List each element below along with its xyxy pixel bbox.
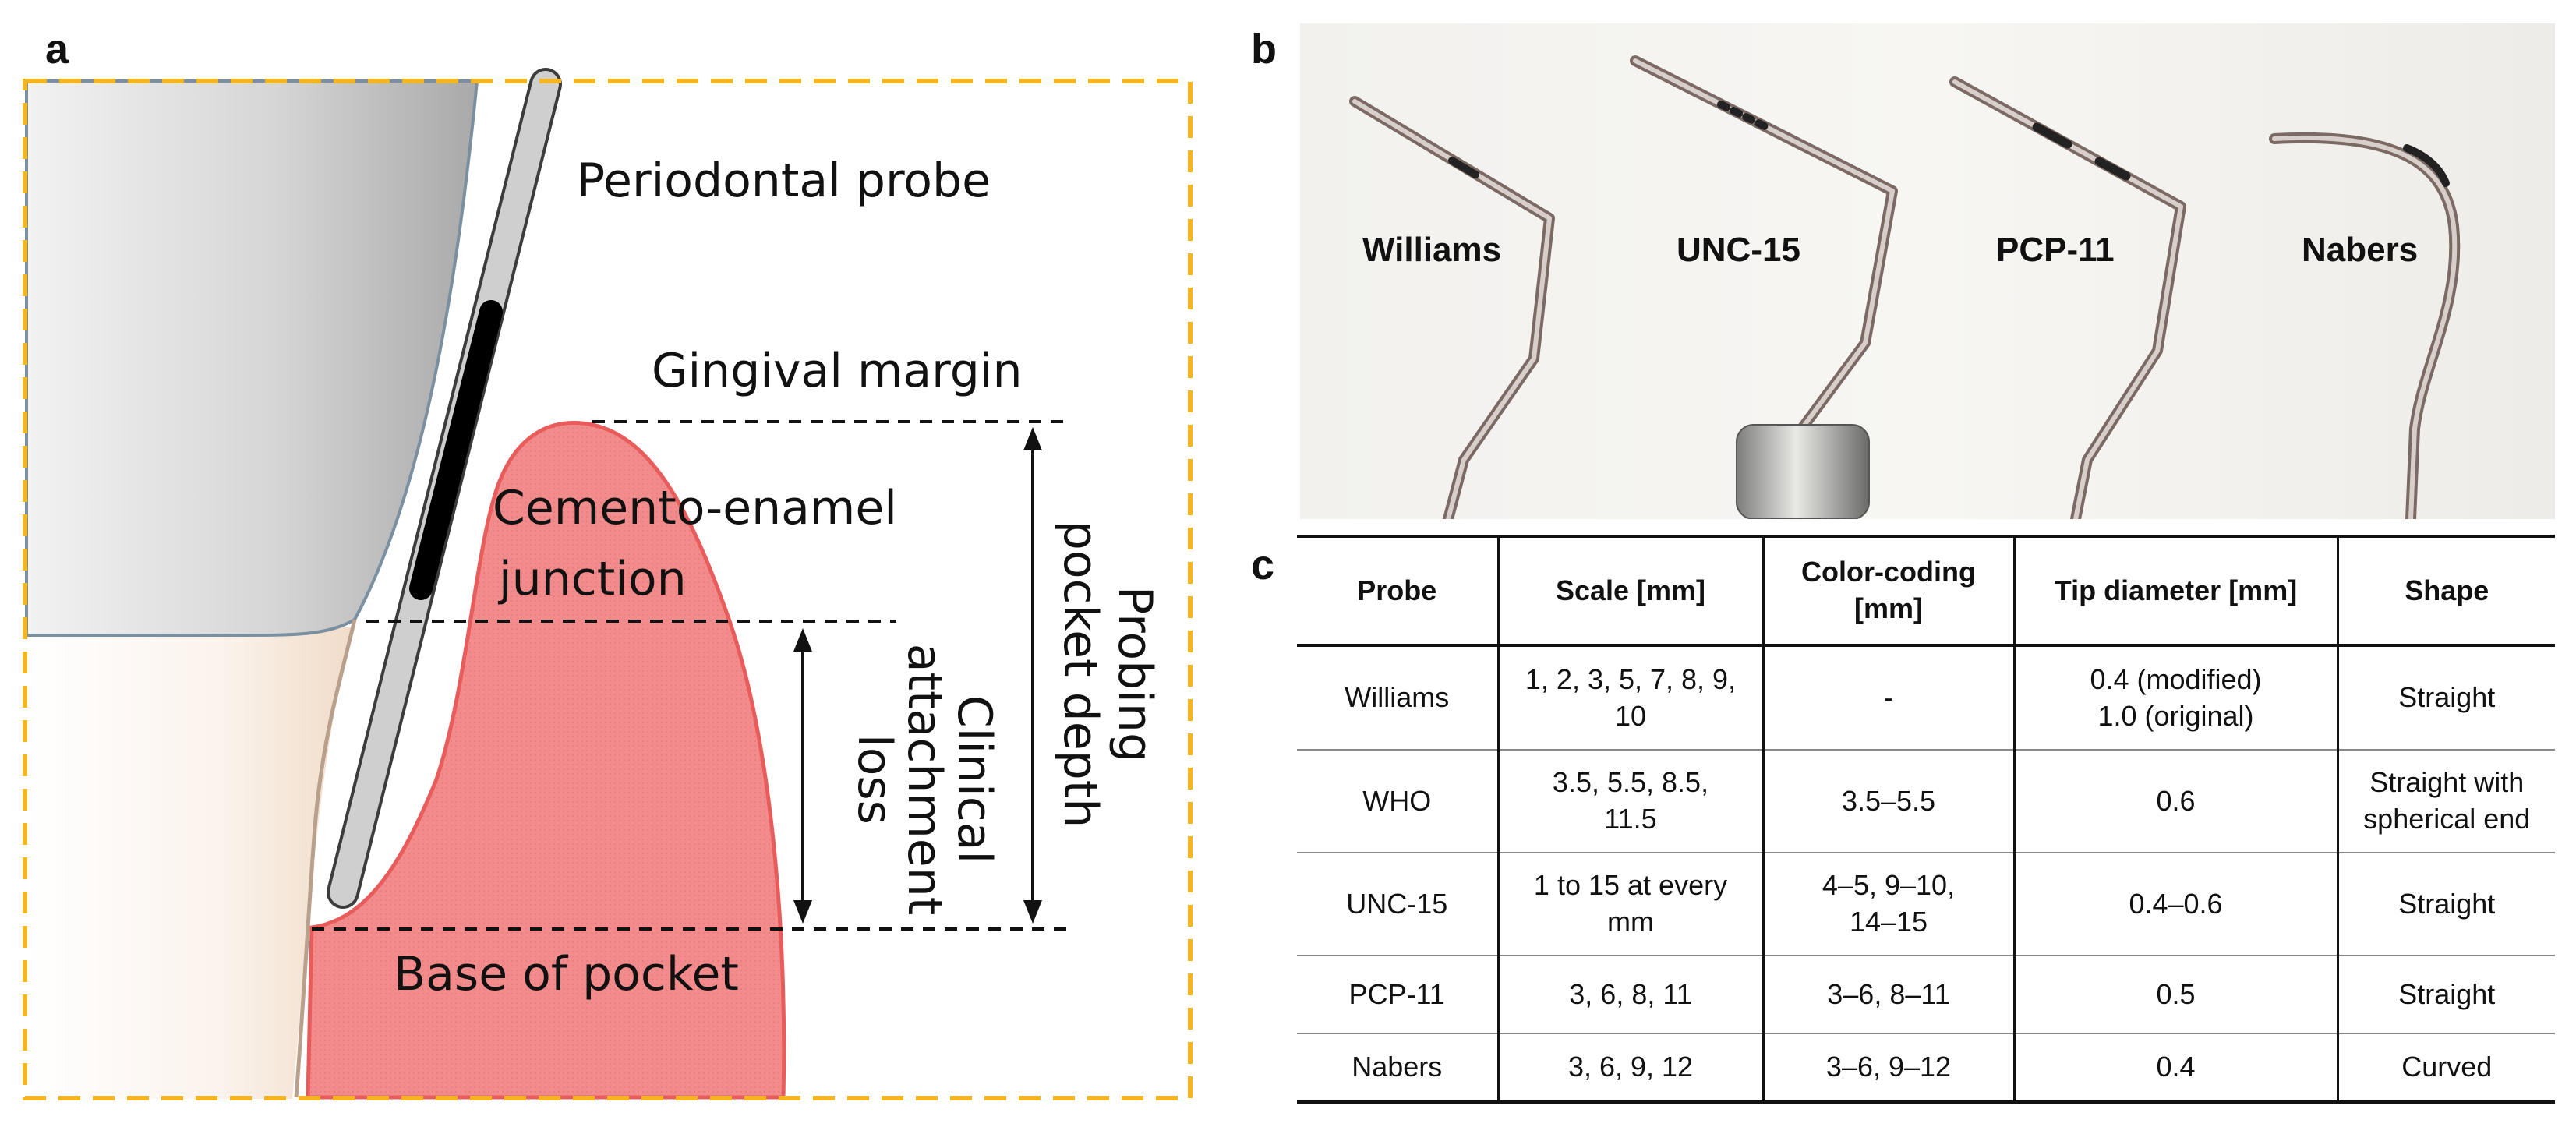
tooth-crown <box>25 79 479 637</box>
table-cell: UNC-15 <box>1297 853 1498 956</box>
cej-label-line2: junction <box>497 552 687 606</box>
table-cell: 3.5–5.5 <box>1762 750 2014 853</box>
cej-label-line1: Cemento-enamel <box>493 481 897 535</box>
table-cell: 3, 6, 8, 11 <box>1496 956 1763 1034</box>
table-cell: 3–6, 8–11 <box>1762 956 2014 1034</box>
attachment-loss-label-line3: loss <box>847 734 902 825</box>
table-cell: Nabers <box>1297 1033 1498 1104</box>
williams-label: Williams <box>1362 231 1501 269</box>
probing-depth-arrow <box>1023 427 1042 924</box>
table-cell: 0.4 (modified)1.0 (original) <box>2012 645 2337 751</box>
table-cell: Straight <box>2336 645 2555 751</box>
table-cell: 4–5, 9–10,14–15 <box>1762 853 2014 956</box>
table-cell: - <box>1762 645 2014 751</box>
header-color-coding: Color-coding[mm] <box>1762 535 2014 647</box>
periodontal-probe <box>327 68 562 909</box>
header-shape: Shape <box>2336 535 2555 647</box>
panel-b-letter: b <box>1251 26 1277 72</box>
panel-a-letter: a <box>45 26 69 72</box>
table-cell: 0.4 <box>2012 1033 2337 1104</box>
table-cell: 3–6, 9–12 <box>1762 1033 2014 1104</box>
panel-c-letter: c <box>1251 542 1275 588</box>
table-cell: PCP-11 <box>1297 956 1498 1034</box>
header-tip-diameter: Tip diameter [mm] <box>2012 535 2337 647</box>
nabers-label: Nabers <box>2302 231 2418 269</box>
table-cell: WHO <box>1297 750 1498 853</box>
probe-black-mark <box>409 300 503 600</box>
table-cell: 3, 6, 9, 12 <box>1496 1033 1763 1104</box>
williams-probe <box>1349 96 1555 519</box>
tooth-root <box>27 627 351 1099</box>
table-cell: Curved <box>2336 1033 2555 1104</box>
table-cell: Williams <box>1297 645 1498 751</box>
panel-a-frame <box>23 79 1193 1100</box>
table-cell: 3.5, 5.5, 8.5,11.5 <box>1496 750 1763 853</box>
probing-depth-label-line2: pocket depth <box>1053 521 1108 828</box>
gingival-margin-label: Gingival margin <box>652 344 1023 398</box>
unc15-probe <box>1630 55 1898 519</box>
pocket-base-label: Base of pocket <box>394 947 739 1002</box>
pcp11-probe <box>1949 76 2186 519</box>
root-surface-line <box>294 619 357 1098</box>
probing-depth-label-line1: Probing <box>1108 586 1162 762</box>
attachment-loss-arrow <box>793 628 812 924</box>
table-cell: 1, 2, 3, 5, 7, 8, 9,10 <box>1496 645 1763 751</box>
table-cell: 0.6 <box>2012 750 2337 853</box>
table-cell: 0.5 <box>2012 956 2337 1034</box>
unc15-label: UNC-15 <box>1677 231 1800 269</box>
nabers-probe <box>2269 132 2461 519</box>
table-cell: Straight <box>2336 853 2555 956</box>
table-cell: 0.4–0.6 <box>2012 853 2337 956</box>
probes-photo: Williams UNC-15 PCP-11 Nabers <box>1300 23 2555 519</box>
header-scale: Scale [mm] <box>1496 535 1763 647</box>
periodontal-diagram: Periodontal probe Gingival margin Cement… <box>23 68 1193 1100</box>
probe-label: Periodontal probe <box>577 154 991 208</box>
header-probe: Probe <box>1297 535 1498 647</box>
table-cell: Straight <box>2336 956 2555 1034</box>
attachment-loss-label-line1: Clinical <box>947 695 1002 864</box>
pcp11-label: PCP-11 <box>1996 231 2115 269</box>
attachment-loss-label-line2: attachment <box>897 644 952 916</box>
